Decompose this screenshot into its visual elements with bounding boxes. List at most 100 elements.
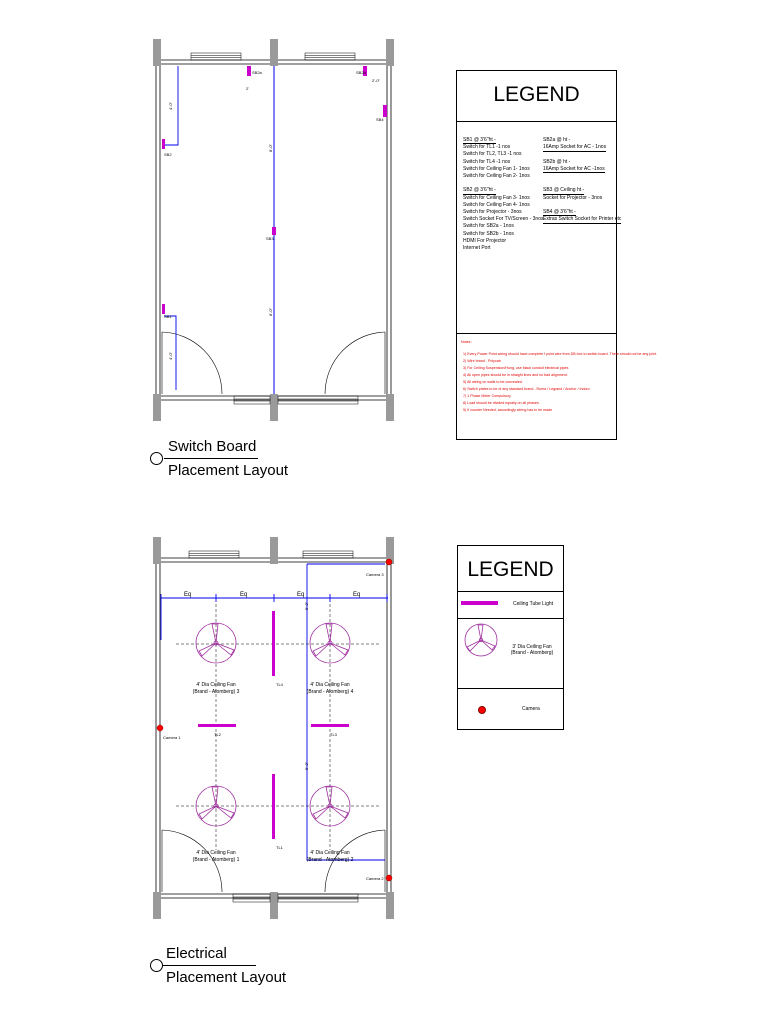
electrical-conduits: [306, 563, 385, 861]
fan-1-icon: [195, 785, 237, 827]
fan-4-icon: [309, 622, 351, 664]
legend-item: HDMI For Projector: [463, 238, 506, 244]
legend-item: Switch Socket For TV/Screen - 3nos: [463, 216, 544, 222]
switch-legend: LEGEND SB1 @ 3'6"ht -Switch for TL1 -1 n…: [456, 70, 657, 440]
camera-1-label: Camera 1: [163, 735, 181, 740]
tl4-label: TL4: [276, 682, 284, 687]
legend-item-text: Switch for Ceiling Fan 2- 1nos: [463, 173, 530, 179]
legend-divider: [457, 333, 616, 334]
notes-title: Notes :: [461, 340, 473, 344]
fan-4-label: 4' Dia Ceiling Fan(Brand - Atomberg) 4: [307, 682, 354, 695]
sb3-label: SB3: [266, 236, 274, 241]
dim-small-label: 2': [246, 86, 249, 91]
legend-item-text: Switch for Ceiling Fan 3- 1nos: [463, 194, 530, 201]
fan-2-icon: [309, 785, 351, 827]
switch-plan-conduits: [164, 66, 367, 390]
dim-d1-label: 5'-0": [304, 601, 309, 610]
note-item: 6) Switch plates to be of any standard b…: [463, 387, 590, 391]
legend-item: Switch for SB2a - 1nos: [463, 223, 514, 229]
camera-3-icon: [385, 558, 393, 566]
legend-item-text: SB2b @ ht -: [543, 158, 571, 165]
tube-light-symbol: [461, 601, 498, 605]
electrical-caption-line1: Electrical: [166, 945, 227, 962]
note-item: 9) If counter Needed, accordingly wiring…: [463, 408, 553, 412]
legend-item: Switch for TL2, TL3 -1 nos: [463, 151, 521, 157]
dim-d2-label: 5'-0": [304, 761, 309, 770]
caption-circle-icon: [150, 452, 163, 465]
legend-item: Switch for Ceiling Fan 4- 1nos: [463, 202, 530, 208]
legend-item: 16Amp Socket for AC - 1nos: [543, 144, 607, 152]
dim-center-bottom-label: 8'-0": [268, 307, 273, 316]
legend-item: Socket for Projector - 3nos: [543, 195, 602, 201]
tl1-label: TL1: [276, 845, 284, 850]
legend-item: Switch for Ceiling Fan 3- 1nos: [463, 195, 530, 201]
caption-divider: [162, 965, 256, 966]
legend-item: 16Amp Socket for AC -1nos: [543, 165, 605, 174]
legend-item: SB2b @ ht -: [543, 159, 570, 165]
legend-item: SB2 @ 3'6"ht -: [463, 187, 496, 195]
legend-item-text: SB1 @ 3'6"ht -: [463, 137, 496, 145]
legend-item-text: SB3 @ Ceiling ht -: [543, 187, 585, 195]
electrical-layout-caption: Electrical Placement Layout: [150, 945, 286, 989]
fan-legend-icon: [464, 623, 498, 657]
legend-item-text: Switch for TL4 -1 nos: [463, 158, 511, 165]
note-item: 4) All open pipes should be in straight …: [463, 373, 568, 377]
legend-item-text: Switch for SB2b - 1nos: [463, 230, 514, 237]
fan-3-label: 4' Dia Ceiling Fan(Brand - Atomberg) 3: [193, 682, 240, 695]
dim-top-right-label: 2'-0": [372, 78, 381, 83]
legend-divider: [458, 591, 563, 592]
dim-left-top-label: 4'-0": [168, 101, 173, 110]
legend-item-text: 16Amp Socket for AC -1nos: [543, 165, 605, 174]
caption-divider: [164, 458, 258, 459]
legend-item-text: Socket for Projector - 3nos: [543, 194, 603, 201]
legend-title: LEGEND: [493, 83, 580, 106]
switch-caption-line1: Switch Board: [168, 438, 257, 455]
switch-plan-doors: [161, 331, 386, 395]
legend-divider: [458, 688, 563, 689]
electrical-legend: LEGEND Ceiling Tube Light 3' Dia Ceiling…: [457, 545, 564, 730]
eq-label-2: Eq: [240, 592, 247, 598]
camera-2-icon: [385, 874, 393, 882]
tube-lights: [198, 611, 349, 839]
legend-item-text: Internet Port: [463, 245, 491, 251]
electrical-plan-windows: [188, 550, 359, 903]
legend-item: Extras Switch Socket for Printer etc: [543, 216, 622, 224]
legend-item: Switch for Ceiling Fan 1- 1nos: [463, 166, 530, 172]
fan-3-icon: [195, 622, 237, 664]
sb2-label: SB2: [164, 152, 172, 157]
fan-legend-line2: (Brand - Atomberg): [510, 650, 554, 656]
legend-item-text: SB2 @ 3'6"ht -: [463, 187, 496, 195]
switch-plan-windows: [190, 52, 359, 405]
sb1-label: SB1: [164, 314, 172, 319]
tl2-label: TL2: [214, 732, 222, 737]
legend-item-text: Switch Socket For TV/Screen - 3nos: [463, 216, 544, 223]
legend-item-text: 16Amp Socket for AC - 1nos: [543, 144, 607, 152]
cameras: [156, 558, 393, 882]
eq-dimension-line: [160, 594, 388, 640]
camera-1-icon: [156, 724, 164, 732]
legend-item: SB4 @ 3'6"ht -: [543, 209, 576, 217]
camera-3-label: Camera 3: [366, 572, 384, 577]
legend-item-text: HDMI For Projector: [463, 237, 507, 244]
sb2b-label: SB2b: [356, 70, 367, 75]
legend-divider: [458, 618, 563, 619]
note-item: 7) 1 Phase Meter Compulsory: [463, 394, 511, 398]
legend-item: Switch for TL4 -1 nos: [463, 159, 510, 165]
electrical-caption-line2: Placement Layout: [166, 969, 287, 986]
legend-item-text: Extras Switch Socket for Printer etc: [543, 216, 622, 224]
dim-left-bottom-label: 4'-0": [168, 351, 173, 360]
legend-item-text: Switch for TL1 -1 nos: [463, 144, 511, 151]
legend-item-text: Switch for Ceiling Fan 4- 1nos: [463, 201, 530, 208]
legend-item-text: Switch for Projector - 3nos: [463, 209, 522, 215]
tl3-label: TL3: [330, 732, 338, 737]
legend-divider: [457, 121, 616, 122]
legend-item-text: Switch for TL2, TL3 -1 nos: [463, 151, 522, 158]
sb4-label: SB4: [376, 117, 384, 122]
switch-plan-columns: [153, 39, 394, 421]
switch-boxes: [162, 66, 387, 314]
legend-item-text: Switch for Ceiling Fan 1- 1nos: [463, 165, 530, 172]
note-item: 2) Wire brand - Polycab: [463, 359, 501, 363]
legend-item-text: SB2a @ ht -: [543, 137, 571, 143]
note-item: 3) For Ceiling Suspension/Hung, use blac…: [463, 366, 569, 370]
